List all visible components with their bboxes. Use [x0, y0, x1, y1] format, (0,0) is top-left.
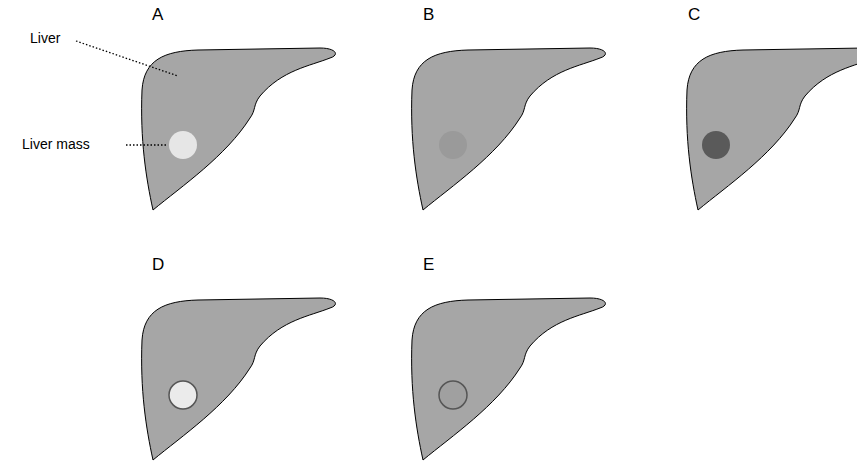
- panel-letter: E: [423, 256, 434, 275]
- liver-mass: [169, 131, 197, 159]
- part-name: Liver mass: [22, 137, 90, 152]
- panel-letter: B: [423, 6, 434, 25]
- liver-a: [142, 48, 336, 210]
- panel-letter: D: [152, 256, 164, 275]
- liver-b: [412, 48, 606, 210]
- leader-line: [126, 144, 168, 145]
- liver-mass: [702, 131, 730, 159]
- liver-c: [687, 48, 857, 210]
- panel-letter: A: [152, 6, 163, 25]
- liver-mass: [439, 131, 467, 159]
- liver-d: [142, 298, 336, 460]
- liver-mass: [169, 381, 197, 409]
- part-name: Liver: [30, 31, 60, 46]
- liver-e: [412, 298, 606, 460]
- panel-letter: C: [688, 6, 700, 25]
- liver-mass: [439, 381, 467, 409]
- leader-line: [76, 41, 178, 76]
